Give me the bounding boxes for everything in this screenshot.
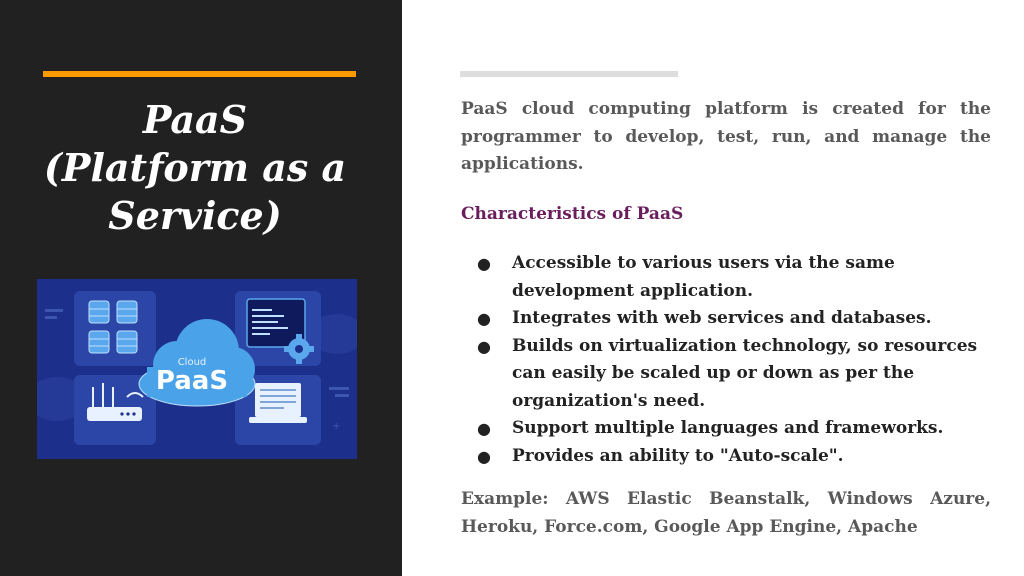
paas-illustration: + + + [37,279,357,459]
characteristics-list: ● Accessible to various users via the sam… [461,250,991,470]
list-item-text: Support multiple languages and framework… [512,418,944,438]
bullet-icon: ● [477,446,491,466]
list-item-text: Builds on virtualization technology, so … [512,335,978,411]
list-item: ● Integrates with web services and databa… [461,305,991,333]
accent-bar [43,71,356,77]
example-paragraph: Example: AWS Elastic Beanstalk, Windows … [461,489,991,537]
title-line: Service) [108,193,282,238]
list-item: ● Support multiple languages and framewor… [461,415,991,443]
list-item-text: Provides an ability to "Auto-scale". [512,445,844,466]
cloud-label: Cloud [178,357,207,368]
database-icon [74,291,156,366]
list-item: ● Builds on virtualization technology, so… [461,333,991,416]
content-panel: PaaS cloud computing platform is created… [402,0,1024,576]
cloud-icon [138,319,256,407]
laptop-icon [235,375,321,445]
list-item: ● Provides an ability to "Auto-scale". [461,443,991,471]
bullet-icon: ● [477,419,491,438]
slide-body: PaaS cloud computing platform is created… [461,96,991,541]
intro-paragraph: PaaS cloud computing platform is created… [461,99,991,174]
svg-text:+: + [332,421,340,432]
router-icon [74,375,156,445]
bullet-icon: ● [477,254,491,273]
characteristics-heading: Characteristics of PaaS [461,203,684,224]
list-item-text: Integrates with web services and databas… [512,308,932,328]
title-line: PaaS [142,97,248,142]
title-panel: PaaS (Platform as a Service) + + + [0,0,402,576]
title-line: (Platform as a [43,145,347,190]
bullet-icon: ● [477,309,491,328]
list-item: ● Accessible to various users via the sam… [461,250,991,305]
gear-icon [284,334,314,364]
list-item-text: Accessible to various users via the same… [512,253,895,301]
bullet-icon: ● [477,336,491,356]
divider-rule [460,71,678,77]
slide-title: PaaS (Platform as a Service) [30,96,360,240]
cloud-title: PaaS [156,366,228,396]
